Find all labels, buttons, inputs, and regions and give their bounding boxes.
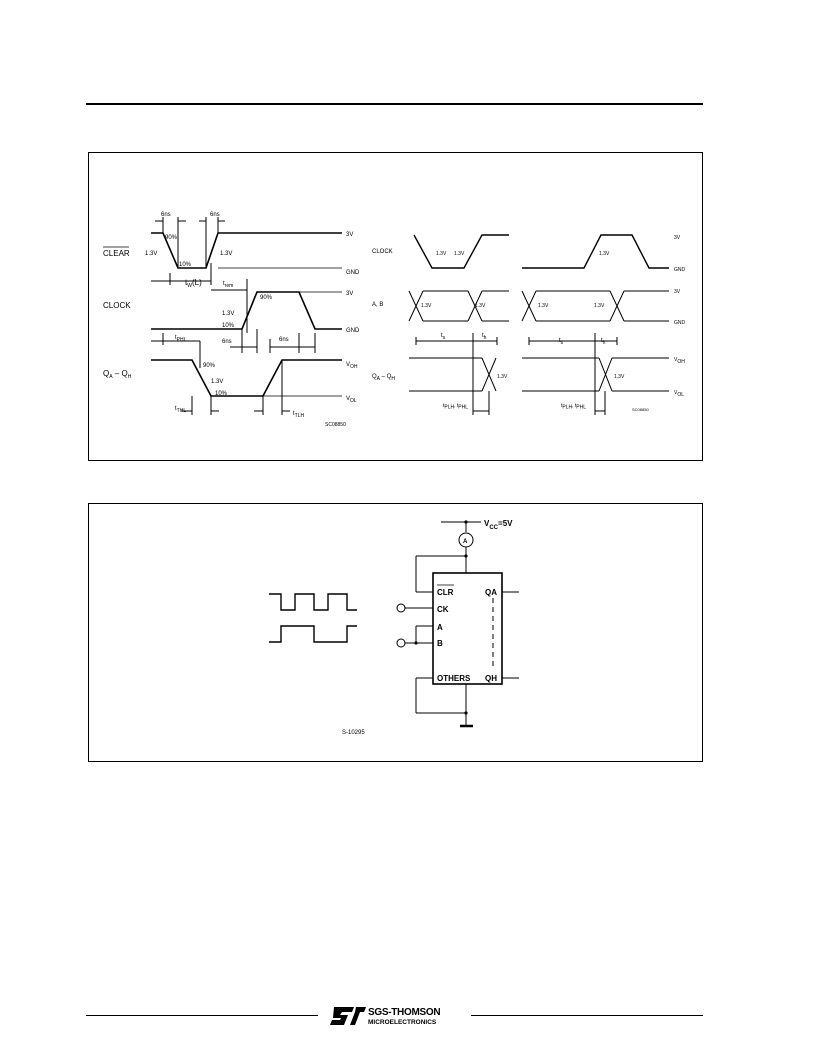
p10-label-c: 10% [215, 391, 228, 397]
r-ab-waveform-2 [521, 290, 669, 322]
r-3v-1: 3V [674, 235, 681, 241]
v13-label-c: 1.3V [222, 311, 234, 317]
v13-label-a: 1.3V [145, 251, 157, 257]
r-th-2: th [601, 338, 606, 346]
r-clock-label: CLOCK [372, 249, 393, 255]
p10-label-a: 10% [179, 262, 192, 268]
timing-diagram-panel: CLEAR CLOCK QA – QH 6ns 6ns 90% 1.3V 1.3… [88, 152, 703, 461]
clear-label: CLEAR [103, 249, 130, 258]
p90-label-b: 90% [260, 295, 273, 301]
pin-b: B [437, 639, 443, 648]
pin-ck: CK [437, 605, 449, 614]
ns6-label-b: 6ns [210, 212, 220, 218]
r-v13-8: 1.3V [497, 374, 508, 380]
r-v13-6: 1.3V [538, 303, 549, 309]
r-th-1: th [482, 333, 487, 341]
r-tp-label-1: tPLH, tPHL [443, 403, 468, 411]
tthl-label: tTHL [175, 406, 186, 414]
r-vol-label: VOL [674, 390, 684, 398]
r-ts-1: ts [441, 333, 446, 341]
v13-label-d: 1.3V [211, 379, 223, 385]
p90-label-c: 90% [203, 363, 216, 369]
r-qaqh-label: QA – QH [372, 374, 395, 382]
r-ab-waveform-1 [408, 290, 509, 322]
r-v13-1: 1.3V [436, 251, 447, 257]
r-gnd-2: GND [674, 320, 686, 326]
pin-qh: QH [485, 674, 497, 683]
tw-label: tW(L) [185, 278, 202, 289]
footer-rule-right [471, 1015, 703, 1016]
p10-label-b: 10% [222, 323, 235, 329]
v13-label-b: 1.3V [220, 251, 232, 257]
ammeter-label: A [463, 539, 468, 545]
code-label-1: SC08850 [325, 422, 346, 428]
clear-waveform [151, 232, 342, 269]
timing-diagram: CLEAR CLOCK QA – QH 6ns 6ns 90% 1.3V 1.3… [103, 212, 686, 428]
gnd-label-a: GND [346, 270, 360, 276]
r-v13-5: 1.3V [475, 303, 486, 309]
pin-clr: CLR [437, 588, 454, 597]
trem-label: trem [223, 281, 233, 289]
r-v13-4: 1.3V [421, 303, 432, 309]
clock-label: CLOCK [103, 301, 131, 310]
q-waveform [151, 359, 342, 397]
p90-label-a: 90% [165, 235, 178, 241]
r-v13-9: 1.3V [614, 374, 625, 380]
pulse-waveform-1 [269, 593, 357, 611]
st-logo: SGS-THOMSON MICROELECTRONICS [330, 1003, 465, 1027]
qa-qh-label: QA – QH [103, 369, 132, 380]
logo-line2: MICROELECTRONICS [368, 1019, 437, 1026]
pin-qa: QA [485, 588, 497, 597]
voh-label: VOH [346, 362, 358, 370]
r-gnd-1: GND [674, 267, 686, 273]
ic-box [432, 572, 503, 685]
circuit-code: S-10295 [342, 730, 365, 736]
r-clock-waveform-2 [522, 234, 669, 269]
r-q-waveform-1 [409, 357, 497, 392]
v3-label-b: 3V [346, 291, 353, 297]
pin-others: OTHERS [437, 674, 471, 683]
v3-label-a: 3V [346, 232, 353, 238]
gnd-label-b: GND [346, 328, 360, 334]
vcc-label: VCC=5V [484, 519, 513, 531]
r-clock-waveform-1 [413, 234, 509, 269]
pulse-waveform-2 [269, 625, 357, 643]
r-v13-3: 1.3V [599, 251, 610, 257]
r-voh-label: VOH [674, 357, 685, 365]
r-v13-7: 1.3V [594, 303, 605, 309]
ns6-label-d: 6ns [279, 337, 289, 343]
st-logo-icon [330, 1007, 366, 1025]
pin-a: A [437, 623, 443, 632]
footer-rule-left [86, 1015, 318, 1016]
r-q-waveform-2 [522, 357, 669, 392]
r-ab-label: A, B [372, 302, 383, 308]
header-rule [86, 103, 703, 105]
vol-label: VOL [346, 396, 357, 404]
logo-line1: SGS-THOMSON [368, 1007, 440, 1018]
r-v13-2: 1.3V [454, 251, 465, 257]
r-tp-label-2: tPLH, tPHL [561, 403, 586, 411]
ns6-label-c: 6ns [222, 339, 232, 345]
ttlh-label: tTLH [293, 411, 305, 419]
test-circuit: VCC=5V A CLR CK A B OTHERS QA QH S-10295 [269, 519, 519, 736]
r-ts-2: ts [559, 338, 564, 346]
ns6-label-a: 6ns [161, 212, 171, 218]
code-label-2: SC08850 [632, 407, 649, 412]
test-circuit-panel: VCC=5V A CLR CK A B OTHERS QA QH S-10295 [88, 503, 703, 762]
tphl-label: tPHL [175, 335, 187, 343]
r-3v-2: 3V [674, 289, 681, 295]
